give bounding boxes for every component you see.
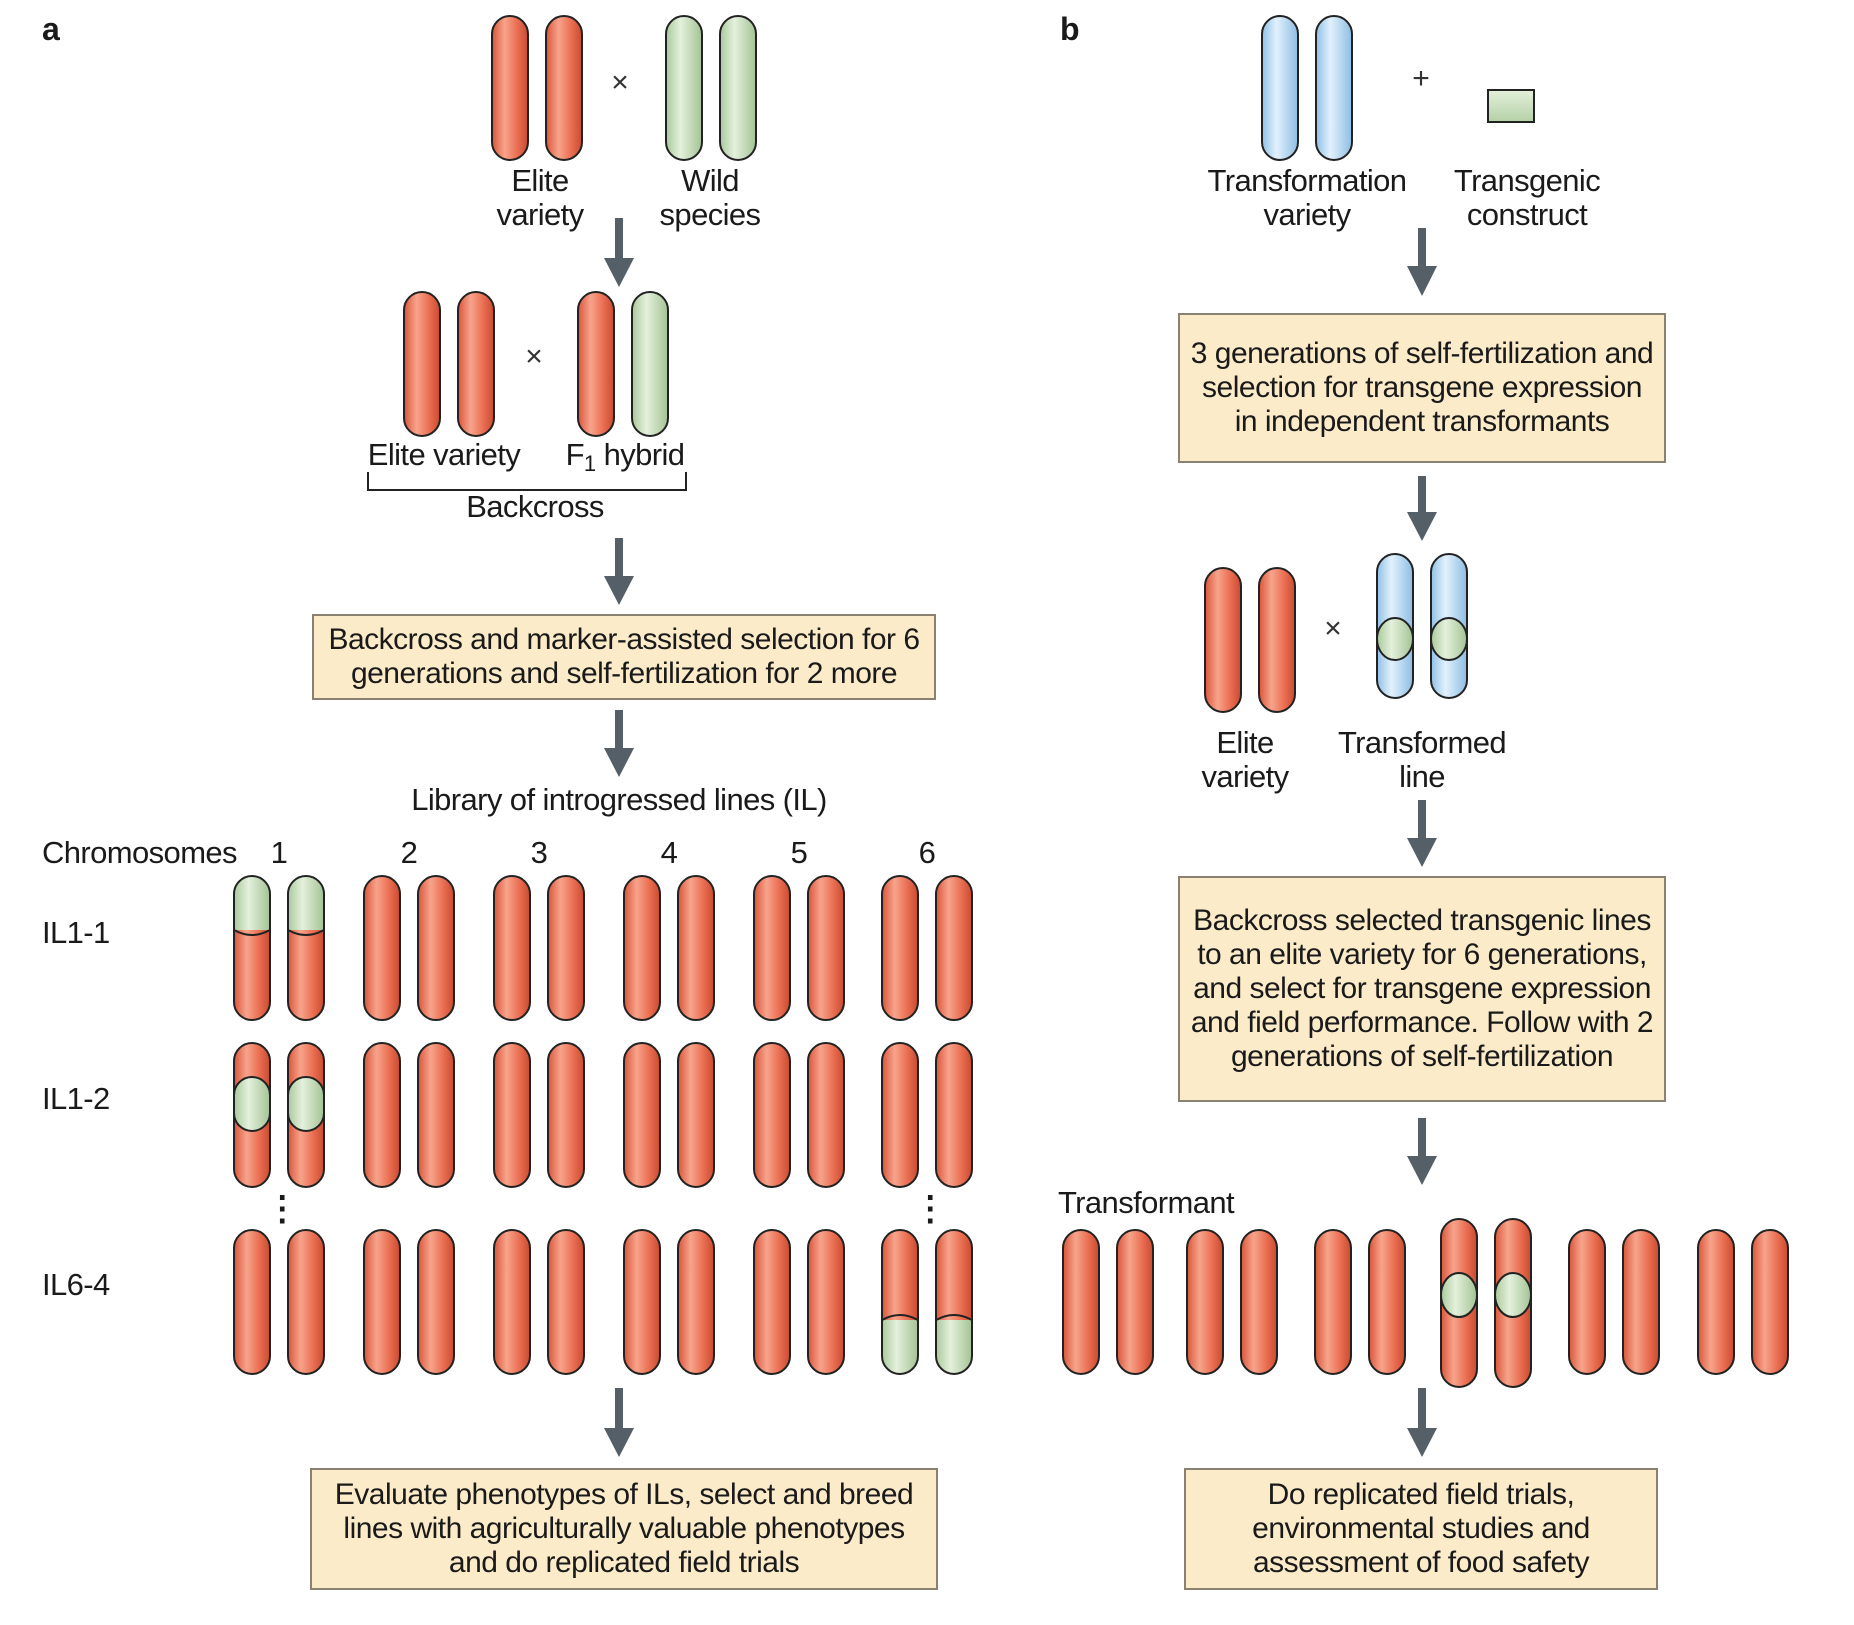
elite-variety-b-label: Elite variety	[1201, 725, 1289, 794]
arrow-down	[604, 218, 634, 287]
self-fertilization-box: 3 generations of self-fertilization and …	[1178, 313, 1666, 463]
arrow-down	[604, 710, 634, 777]
elite-variety-backcross-label: Elite variety	[367, 437, 521, 472]
transformant-chromosomes	[1062, 1218, 1789, 1388]
elite-variety-chromosomes	[491, 15, 583, 161]
ellipsis-right: ⋮	[913, 1190, 947, 1228]
arrow-down	[1407, 1388, 1437, 1457]
evaluate-phenotypes-box: Evaluate phenotypes of ILs, select and b…	[310, 1468, 938, 1590]
elite-variety-b-chromosomes	[1204, 567, 1296, 713]
cross-symbol: ×	[611, 66, 629, 99]
ellipsis-left: ⋮	[265, 1190, 299, 1228]
arrows-panel-a	[604, 218, 634, 1457]
arrow-down	[1407, 228, 1437, 296]
chromosome-number-3: 3	[530, 835, 548, 870]
backcross-bracket	[367, 472, 687, 491]
wild-species-chromosomes	[665, 15, 757, 161]
transgenic-construct-label: Transgenic construct	[1453, 163, 1601, 232]
arrow-down	[1407, 1118, 1437, 1185]
il1-1-row-chromosomes	[233, 875, 973, 1021]
backcross-transgenic-box: Backcross selected transgenic lines to a…	[1178, 876, 1666, 1102]
f1-hybrid-chromosomes	[577, 291, 669, 437]
chromosomes-label: Chromosomes	[42, 835, 238, 870]
transformation-variety-chromosomes	[1261, 15, 1353, 161]
wild-species-label: Wild species	[659, 163, 762, 232]
arrow-down	[1407, 476, 1437, 541]
il1-2-row-chromosomes	[233, 1042, 973, 1188]
library-label: Library of introgressed lines (IL)	[411, 782, 827, 817]
row-label-il1-2: IL1-2	[42, 1081, 110, 1116]
elite-variety-backcross-chromosomes	[403, 291, 495, 437]
cross-symbol: ×	[525, 340, 543, 373]
plus-symbol: +	[1412, 62, 1430, 95]
cross-symbol: ×	[1324, 612, 1342, 645]
elite-variety-label: Elite variety	[496, 163, 584, 232]
field-trials-box: Do replicated field trials, environmenta…	[1184, 1468, 1658, 1590]
backcross-selection-box: Backcross and marker-assisted selection …	[312, 614, 936, 700]
transformation-variety-label: Transformation variety	[1207, 163, 1408, 232]
arrow-down	[604, 1388, 634, 1457]
transformed-line-label: Transformed line	[1338, 725, 1507, 794]
chromosome-number-6: 6	[918, 835, 936, 870]
chromosome-number-4: 4	[660, 835, 678, 870]
arrow-down	[604, 538, 634, 605]
row-label-il1-1: IL1-1	[42, 915, 110, 950]
f1-hybrid-label: F1 hybrid	[565, 437, 685, 476]
row-label-il6-4: IL6-4	[42, 1267, 110, 1302]
chromosome-number-1: 1	[270, 835, 288, 870]
transformed-line-chromosomes	[1376, 553, 1468, 699]
arrows-panel-b	[1407, 228, 1437, 1457]
transgenic-construct-icon	[1487, 89, 1535, 123]
chromosome-number-2: 2	[400, 835, 418, 870]
chromosome-number-5: 5	[790, 835, 808, 870]
panel-a-letter: a	[42, 11, 60, 47]
transformant-label: Transformant	[1058, 1185, 1235, 1220]
panel-b-letter: b	[1060, 11, 1080, 47]
arrow-down	[1407, 800, 1437, 867]
backcross-label: Backcross	[466, 489, 604, 524]
il6-4-row-chromosomes	[233, 1229, 973, 1375]
